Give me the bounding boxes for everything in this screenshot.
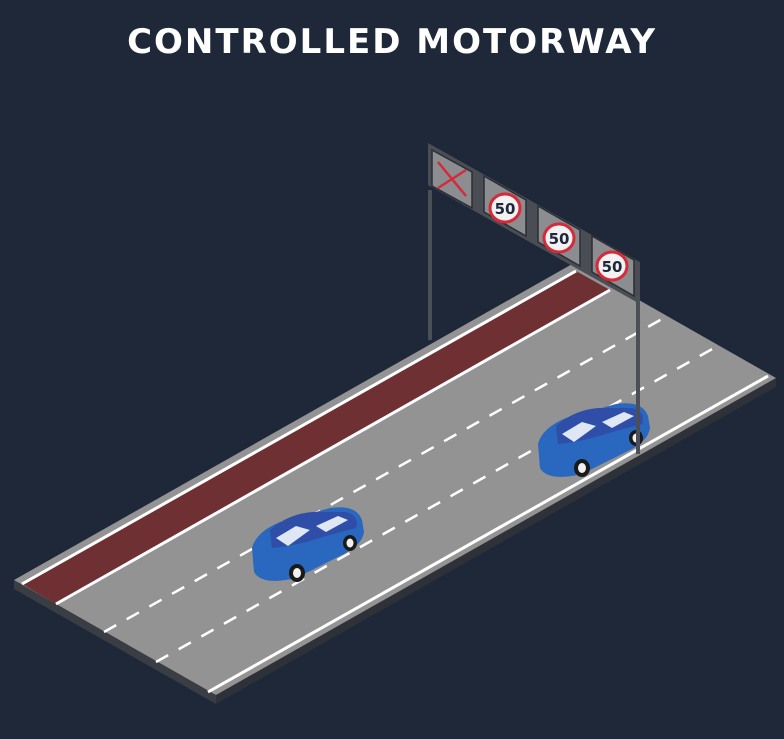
gantry-post-left xyxy=(428,190,432,340)
gantry-post-right xyxy=(636,296,640,454)
red-cross-icon xyxy=(437,161,467,197)
road-surface xyxy=(14,263,776,695)
gantry-sign-speed-limit: 50 xyxy=(591,234,635,298)
car-icon xyxy=(252,507,364,582)
edge-line-right xyxy=(207,374,769,694)
lane-divider-2 xyxy=(155,346,715,664)
road-edge xyxy=(216,378,776,704)
closed-lane xyxy=(22,271,610,604)
gantry: 50 50 50 xyxy=(428,143,640,304)
speed-limit-ring-icon xyxy=(595,250,629,282)
speed-limit-ring-icon xyxy=(542,222,576,254)
road-edge xyxy=(14,580,216,704)
edge-line-left xyxy=(21,269,577,586)
edge-line-hardshoulder xyxy=(55,288,611,606)
speed-limit-value: 50 xyxy=(495,200,516,218)
page-title: CONTROLLED MOTORWAY xyxy=(127,22,657,62)
speed-limit-ring-icon xyxy=(488,192,522,224)
gantry-sign-speed-limit: 50 xyxy=(537,204,581,268)
gantry-frame xyxy=(428,143,640,304)
lane-divider-1 xyxy=(103,317,663,634)
speed-limit-value: 50 xyxy=(602,258,623,276)
gantry-sign-speed-limit: 50 xyxy=(483,174,527,238)
gantry-sign-lane-closed xyxy=(431,148,473,210)
speed-limit-value: 50 xyxy=(549,230,570,248)
